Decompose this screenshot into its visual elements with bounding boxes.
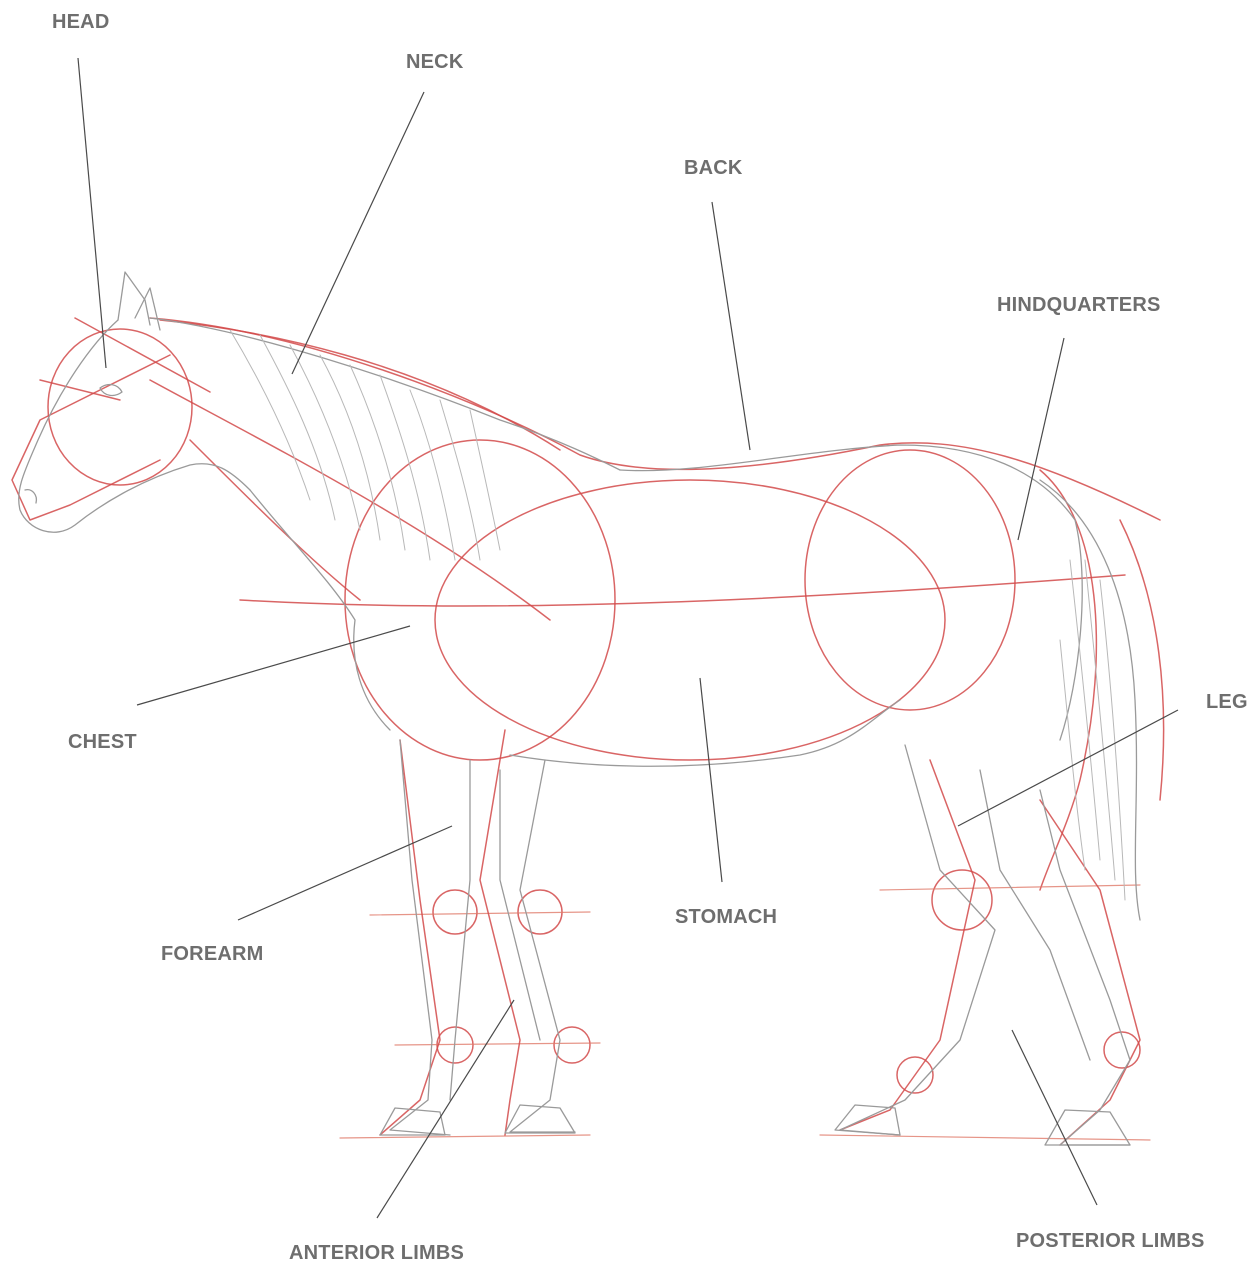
crest-outline: [150, 318, 620, 470]
hindquarter-construction-circle: [805, 450, 1015, 710]
front-knee-circle-1: [433, 890, 477, 934]
front-leg-guide-1: [380, 740, 440, 1135]
barrel-construction-ellipse: [435, 480, 945, 760]
construction-lines: [12, 318, 1164, 1145]
hind-leg-sketch-2-front: [980, 770, 1090, 1060]
back-label: BACK: [684, 158, 743, 178]
body-midline: [240, 575, 1125, 606]
neck-label: NECK: [406, 52, 463, 72]
tail-guide: [1120, 520, 1164, 800]
front-leg-sketch-2: [510, 760, 575, 1132]
rump-outline: [620, 445, 1082, 740]
posterior-limbs-label: POSTERIOR LIMBS: [1016, 1231, 1205, 1251]
hindquarters-label: HINDQUARTERS: [997, 295, 1161, 315]
front-hoof-2: [505, 1105, 575, 1133]
forearm-leader-line: [238, 826, 452, 920]
back-leader-line: [712, 202, 750, 450]
head-outline: [19, 320, 250, 532]
head-guide-line: [75, 318, 210, 392]
hindquarters-leader-line: [1018, 338, 1064, 540]
front-leg-sketch-1: [390, 740, 450, 1135]
forearm-label: FOREARM: [161, 944, 264, 964]
anterior-limbs-label: ANTERIOR LIMBS: [289, 1243, 464, 1263]
stomach-label: STOMACH: [675, 907, 777, 927]
fetlock-level-guide: [395, 1043, 600, 1045]
posterior-limbs-leader-line: [1012, 1030, 1097, 1205]
leg-label: LEG: [1206, 692, 1248, 712]
front-ground-guide: [340, 1135, 590, 1138]
eye-guide-line: [40, 380, 120, 400]
ear-sketch-2: [135, 288, 160, 330]
anterior-limbs-leader-line: [377, 1000, 514, 1218]
stomach-leader-line: [700, 678, 722, 882]
neck-top-guide: [160, 320, 560, 450]
eye-sketch: [100, 385, 122, 396]
leader-lines: [78, 58, 1178, 1218]
tail-strokes: [1060, 560, 1125, 900]
hindquarter-outline-guide: [1040, 470, 1096, 890]
hind-leg-guide-1: [840, 760, 975, 1130]
throat-chest-outline: [250, 490, 390, 730]
head-label: HEAD: [52, 12, 109, 32]
chest-label: CHEST: [68, 732, 137, 752]
hind-leg-sketch-2: [1040, 790, 1130, 1145]
knee-level-guide: [370, 912, 590, 915]
chest-leader-line: [137, 626, 410, 705]
head-construction-circle: [48, 329, 192, 485]
hind-ground-guide: [820, 1135, 1150, 1140]
chest-construction-circle: [345, 440, 615, 760]
hind-hock-circle: [932, 870, 992, 930]
nostril-sketch: [25, 490, 36, 503]
tail-outline: [1040, 480, 1140, 920]
neck-leader-line: [292, 92, 424, 374]
hind-leg-sketch-1: [840, 745, 995, 1135]
leg-leader-line: [958, 710, 1178, 826]
front-leg-sketch-2-back: [500, 770, 540, 1040]
